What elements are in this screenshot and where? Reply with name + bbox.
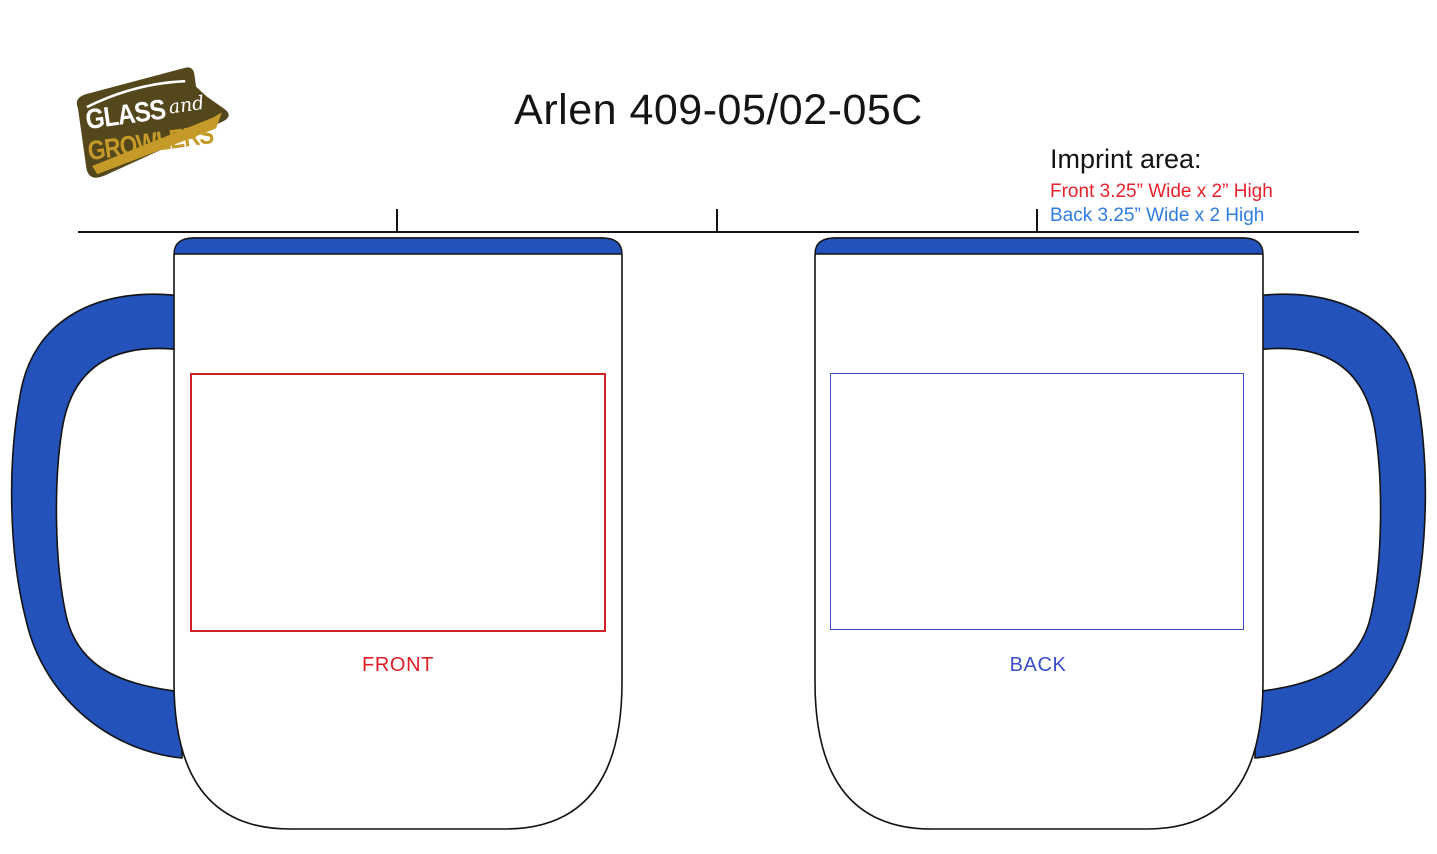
mug-rim — [173, 237, 623, 255]
logo-word-and: and — [167, 92, 205, 119]
front-mug-graphic — [10, 237, 623, 830]
mug-handle-hole — [55, 347, 183, 693]
ruler-tick — [716, 209, 718, 232]
ruler-tick — [396, 209, 398, 232]
mug-handle-hole — [1254, 347, 1382, 693]
back-mug-graphic — [814, 237, 1427, 830]
back-label: BACK — [1009, 654, 1067, 676]
ruler-line — [78, 231, 1359, 233]
imprint-back-spec: Back 3.25” Wide x 2 High — [1050, 205, 1265, 226]
back-imprint-box — [830, 373, 1244, 630]
ruler-tick — [1036, 209, 1038, 232]
imprint-info-block: Imprint area: Front 3.25” Wide x 2” High… — [1050, 144, 1273, 226]
front-imprint-box — [190, 373, 606, 632]
imprint-heading: Imprint area: — [1050, 144, 1202, 174]
imprint-front-spec: Front 3.25” Wide x 2” High — [1050, 181, 1273, 202]
front-label: FRONT — [362, 654, 434, 676]
glass-and-growlers-logo: GLASS and GROWLERS — [76, 67, 229, 178]
logo-swoosh — [86, 79, 186, 109]
page-title: Arlen 409-05/02-05C — [514, 86, 923, 134]
mug-rim — [814, 237, 1264, 255]
logo-underline — [92, 112, 222, 175]
